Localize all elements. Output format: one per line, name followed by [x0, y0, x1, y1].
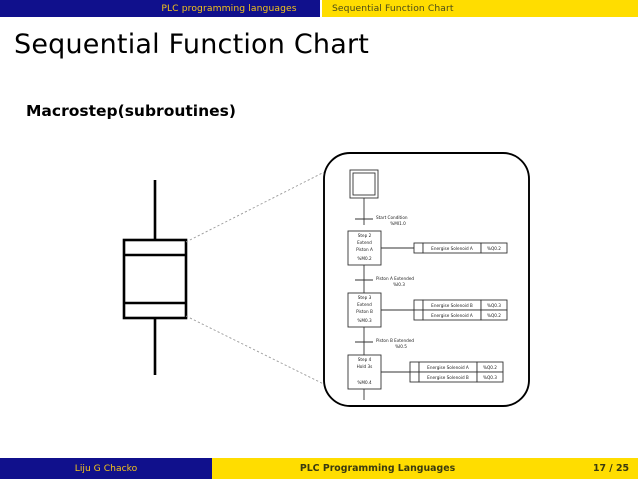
- initial-step-inner: [352, 172, 376, 196]
- nav-section-plc-programming-languages[interactable]: PLC programming languages: [138, 0, 320, 17]
- initial-step: [349, 169, 379, 199]
- step-3-action-2-address: %Q0.2: [487, 313, 501, 318]
- step-4-action-1-qualifier: [409, 361, 420, 373]
- step-2-action-qualifier: [413, 242, 424, 254]
- step-3-block: Step 3 Extend Piston B %M0.3 Energise So…: [347, 292, 508, 328]
- step-4-action-1-description: Energise Solenoid A: [427, 365, 469, 370]
- transition-2-address: %I0.3: [393, 282, 405, 287]
- footer-page-number: 17 / 25: [543, 458, 638, 479]
- step-4-action-2-address: %Q0.3: [483, 375, 497, 380]
- navigation-header: PLC programming languages Sequential Fun…: [0, 0, 638, 17]
- transition-1-address: %MI1.0: [390, 221, 406, 226]
- footer-presentation-title: PLC Programming Languages: [212, 458, 543, 479]
- step-2-line2: Extend: [357, 240, 372, 245]
- page-title: Sequential Function Chart: [14, 29, 370, 60]
- transition-3-address: %I0.5: [395, 344, 407, 349]
- step-4-action-2-qualifier: [409, 371, 420, 383]
- step-3-line2: Extend: [357, 302, 372, 307]
- step-3-action-2-description: Energise Solenoid A: [431, 313, 473, 318]
- macrostep-symbol: [122, 180, 188, 375]
- nav-separator: [320, 0, 322, 17]
- macrostep-body: [122, 238, 188, 320]
- diagram-canvas: Start Condition %MI1.0 Step 2 Extend Pis…: [0, 130, 638, 450]
- slide-subtitle: Macrostep(subroutines): [26, 102, 236, 120]
- step-2-line1: Step 2: [358, 233, 372, 238]
- step-4-action-1-address: %Q0.2: [483, 365, 497, 370]
- step-2-block: Step 2 Extend Piston A %M0.2 Energise So…: [347, 230, 508, 266]
- step-3-action-2-address-box: [480, 309, 508, 321]
- sfc-detail-diagram: Start Condition %MI1.0 Step 2 Extend Pis…: [347, 169, 508, 400]
- step-4-action-2-address-box: [476, 371, 504, 383]
- step-3-line4: %M0.3: [357, 318, 372, 323]
- step-2-action-1-address: %Q0.2: [487, 246, 501, 251]
- nav-section-sequential-function-chart[interactable]: Sequential Function Chart: [322, 0, 638, 17]
- transition-2-name: Piston A Extended: [376, 276, 414, 281]
- slide-footer: Liju G Chacko PLC Programming Languages …: [0, 458, 638, 479]
- transition-1-name: Start Condition: [376, 215, 408, 220]
- step-3-action-1-address: %Q0.3: [487, 303, 501, 308]
- footer-author: Liju G Chacko: [0, 458, 212, 479]
- step-4-box: [347, 354, 382, 390]
- transition-3-name: Piston B Extended: [376, 338, 414, 343]
- step-3-action-1-qualifier: [413, 299, 424, 311]
- step-3-action-2-qualifier: [413, 309, 424, 321]
- step-2-line3: Piston A: [356, 247, 373, 252]
- step-4-action-2-description: Energise Solenoid B: [427, 375, 469, 380]
- step-2-action-1-description: Energise Solenoid A: [431, 246, 473, 251]
- step-4-block: Step 4 Hold 3s %M0.4 Energise Solenoid A…: [347, 354, 504, 390]
- step-4-line2: Hold 3s: [357, 364, 373, 369]
- step-2-line4: %M0.2: [357, 256, 372, 261]
- step-3-line3: Piston B: [356, 309, 373, 314]
- step-2-action-address-box: [480, 242, 508, 254]
- step-4-line1: Step 4: [358, 357, 372, 362]
- step-3-action-1-description: Energise Solenoid B: [431, 303, 473, 308]
- zoom-callout-bubble: [323, 152, 530, 407]
- step-4-line4: %M0.4: [357, 380, 372, 385]
- header-left-filler: [0, 0, 138, 17]
- step-3-line1: Step 3: [358, 295, 372, 300]
